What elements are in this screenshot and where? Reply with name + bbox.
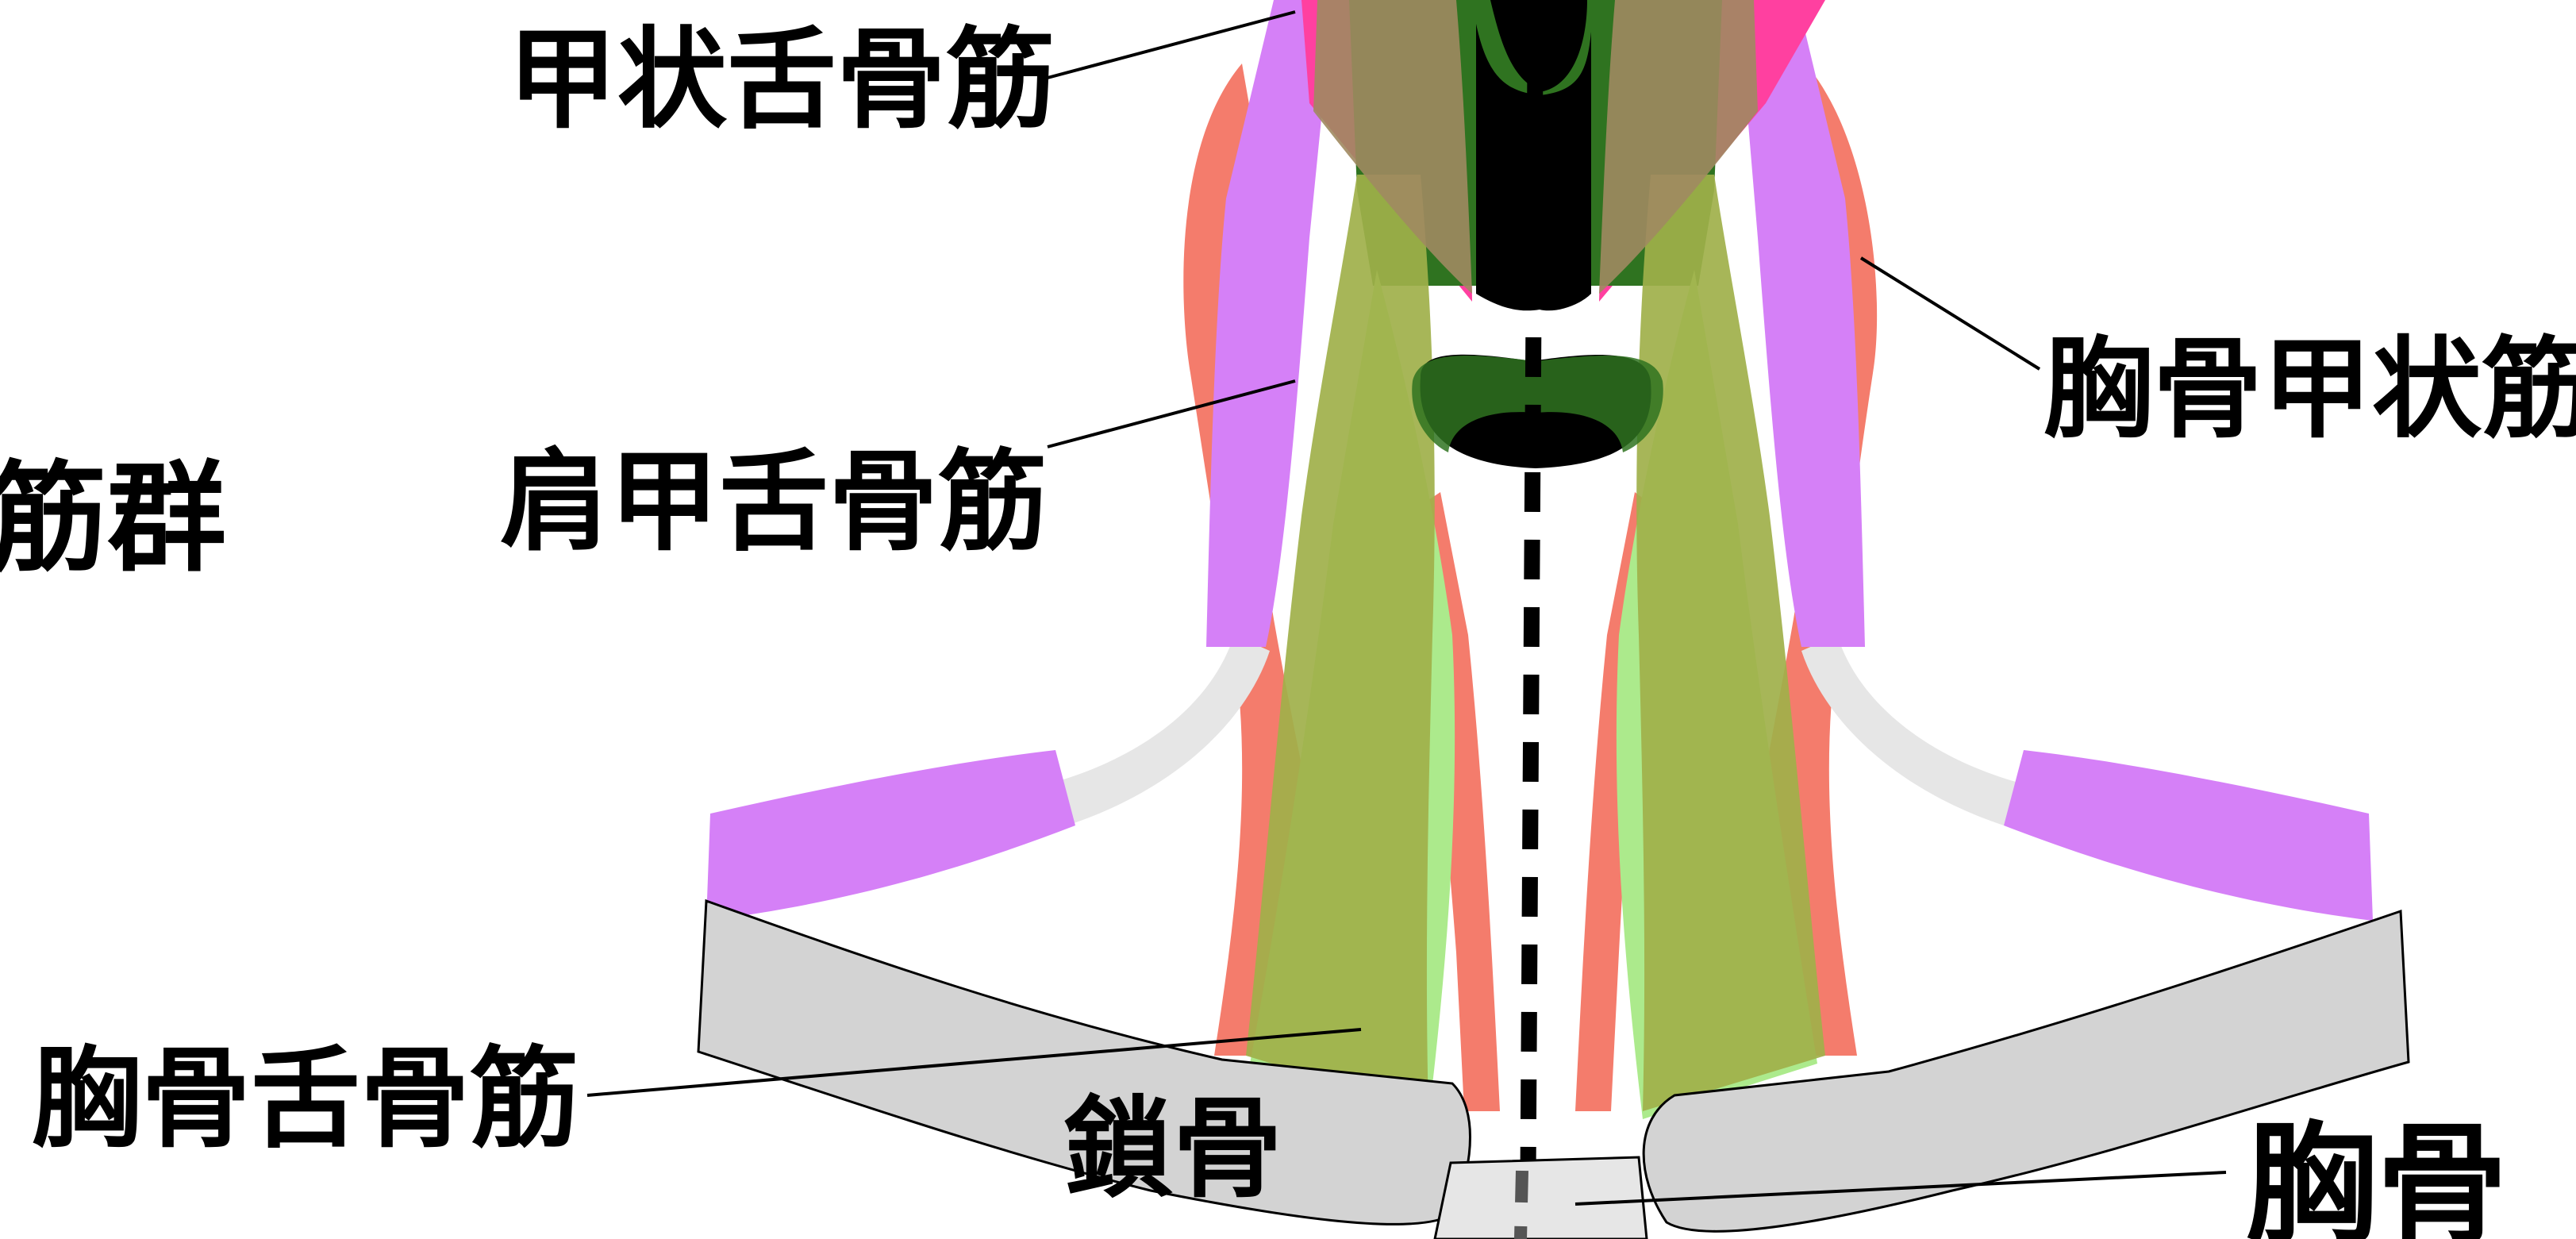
omohyoid-inferior-belly-left (706, 750, 1075, 921)
label-sternohyoid: 胸骨舌骨筋 (32, 1035, 579, 1163)
sternum-midline (1514, 1170, 1528, 1239)
leader-sternum (1574, 1171, 2227, 1206)
midline (1520, 0, 1544, 1239)
label-sternum: 胸骨 (2246, 1109, 2508, 1239)
leader-sternohyoid (586, 1028, 1362, 1097)
omohyoid-superior-belly-right (1738, 0, 1865, 647)
sternum (1433, 1156, 1648, 1239)
label-sternothyroid: 胸骨甲状筋 (2043, 325, 2576, 453)
label-group: 筋群 (0, 450, 226, 588)
omohyoid-tendon-right (1801, 635, 2016, 825)
omohyoid-superior-belly-left (1206, 0, 1333, 647)
label-thyrohyoid: 甲状舌骨筋 (508, 16, 1055, 144)
label-omohyoid: 肩甲舌骨筋 (500, 438, 1048, 566)
thyrohyoid-overlay-left (1313, 0, 1472, 294)
sternohyoid-left (1246, 175, 1435, 1111)
leader-sternothyroid (1859, 256, 2041, 371)
omohyoid-tendon-left (1055, 635, 1270, 825)
label-clavicle: 鎖骨 (1063, 1085, 1282, 1213)
leader-omohyoid (1047, 379, 1296, 448)
omohyoid-inferior-belly-right (2004, 750, 2373, 921)
thyrohyoid-overlay-right (1599, 0, 1758, 294)
cricothyroid-overlay (1412, 355, 1663, 452)
clavicle-right (1642, 909, 2410, 1233)
leader-thyrohyoid (1047, 10, 1296, 79)
sternohyoid-right (1636, 175, 1825, 1111)
